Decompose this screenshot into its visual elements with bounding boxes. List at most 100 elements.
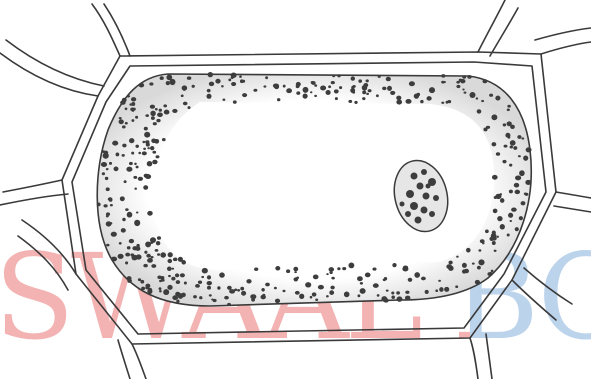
granule <box>208 72 214 77</box>
granule <box>283 85 286 88</box>
granule <box>480 239 485 243</box>
granule <box>143 264 148 268</box>
granule <box>518 155 521 157</box>
granule <box>147 211 153 216</box>
granule <box>164 110 170 115</box>
granule <box>386 77 391 81</box>
granule <box>275 299 280 304</box>
granule <box>334 89 339 93</box>
granule <box>166 81 170 85</box>
granule <box>181 260 186 265</box>
granule <box>129 103 132 106</box>
granule <box>155 108 158 110</box>
granule <box>396 100 402 105</box>
granule <box>142 151 147 155</box>
granule <box>160 252 166 257</box>
granule <box>135 247 140 251</box>
granule <box>119 119 124 124</box>
granule <box>134 163 137 165</box>
granule <box>125 108 128 111</box>
granule <box>376 94 379 97</box>
granule <box>125 261 128 264</box>
granule <box>133 176 137 179</box>
granule <box>106 221 112 226</box>
chromatin-dot <box>421 169 427 175</box>
granule <box>296 91 300 94</box>
granule <box>207 275 211 279</box>
granule <box>228 79 231 82</box>
granule <box>397 296 403 302</box>
granule <box>221 85 224 87</box>
granule <box>162 138 166 141</box>
chromatin-dot <box>405 211 411 217</box>
granule <box>192 85 195 88</box>
granule <box>122 125 126 128</box>
granule <box>150 242 153 244</box>
wall-line <box>0 53 98 96</box>
granule <box>157 236 161 240</box>
granule <box>125 253 130 257</box>
granule <box>145 286 149 289</box>
granule <box>129 162 133 165</box>
granule <box>202 268 208 274</box>
granule <box>109 198 113 201</box>
granule <box>519 170 525 176</box>
granule <box>396 96 401 101</box>
granule <box>139 83 145 88</box>
granule <box>122 154 125 157</box>
granule <box>515 190 521 194</box>
granule <box>507 105 511 108</box>
granule <box>386 289 389 291</box>
granule <box>144 251 147 254</box>
granule <box>460 79 465 83</box>
granule <box>476 97 478 99</box>
granule <box>127 276 132 281</box>
granule <box>150 146 154 150</box>
granule <box>152 151 156 154</box>
granule <box>102 150 105 153</box>
granule <box>105 177 109 180</box>
granule <box>313 274 319 279</box>
granule <box>136 166 139 169</box>
granule <box>187 76 192 80</box>
granule <box>467 75 471 79</box>
wall-line <box>0 194 68 205</box>
granule <box>425 290 429 294</box>
granule <box>507 121 512 126</box>
granule <box>125 122 128 125</box>
granule <box>525 180 531 185</box>
granule <box>515 227 519 231</box>
granule <box>183 88 186 91</box>
granule <box>240 287 244 291</box>
granule <box>485 229 489 233</box>
granule <box>483 127 487 131</box>
granule <box>143 185 148 189</box>
granule <box>246 279 251 283</box>
granule <box>149 82 153 85</box>
granule <box>500 224 505 230</box>
granule <box>441 74 445 78</box>
granule <box>106 215 109 217</box>
granule <box>161 279 165 282</box>
chromatin-dot <box>429 211 435 217</box>
granule <box>489 237 494 241</box>
granule <box>382 87 386 91</box>
granule <box>293 267 298 271</box>
granule <box>131 152 134 155</box>
granule <box>277 98 280 101</box>
granule <box>131 97 136 101</box>
granule <box>409 81 415 86</box>
granule <box>103 153 109 159</box>
granule <box>447 100 451 103</box>
granule <box>510 140 516 145</box>
granule <box>504 145 508 148</box>
granule <box>377 294 380 297</box>
granule <box>521 137 524 139</box>
granule <box>127 246 131 249</box>
granule <box>134 220 140 226</box>
granule <box>145 241 151 247</box>
granule <box>396 291 400 294</box>
granule <box>362 85 368 91</box>
wall-line <box>490 8 518 56</box>
granule <box>466 248 471 253</box>
